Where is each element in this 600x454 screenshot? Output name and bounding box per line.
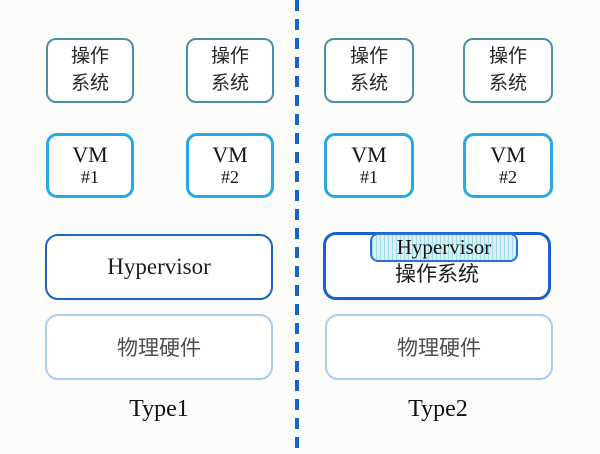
type2-caption: Type2 xyxy=(408,396,468,422)
vm-label: VM xyxy=(72,141,108,167)
vm-label: VM xyxy=(351,141,387,167)
vm-label: VM xyxy=(212,141,248,167)
type2-hypervisor-box: Hypervisor xyxy=(370,233,518,262)
type2-host-os-box: Hypervisor 操作系统 xyxy=(323,232,551,300)
type1-vm-box-2: VM #2 xyxy=(186,133,274,198)
guest-os-label-line1: 操作 xyxy=(349,45,388,67)
type1-guest-os-box-2: 操作 系统 xyxy=(186,38,274,103)
vm-label: VM xyxy=(490,141,526,167)
guest-os-label-line1: 操作 xyxy=(210,45,249,67)
type1-vm-box-1: VM #1 xyxy=(46,133,134,198)
guest-os-label-line1: 操作 xyxy=(488,45,527,67)
type2-guest-os-box-2: 操作 系统 xyxy=(463,38,553,103)
host-os-label: 操作系统 xyxy=(395,262,479,286)
guest-os-label-line2: 系统 xyxy=(488,72,527,94)
type1-guest-os-box-1: 操作 系统 xyxy=(46,38,134,103)
type2-hardware-box: 物理硬件 xyxy=(325,314,553,380)
hypervisor-label: Hypervisor xyxy=(107,254,211,279)
type1-caption: Type1 xyxy=(129,396,189,422)
guest-os-label-line2: 系统 xyxy=(349,72,388,94)
type2-vm-box-1: VM #1 xyxy=(324,133,414,198)
hardware-label: 物理硬件 xyxy=(117,336,201,360)
guest-os-label-line1: 操作 xyxy=(70,45,109,67)
type2-vm-box-2: VM #2 xyxy=(463,133,553,198)
hardware-label: 物理硬件 xyxy=(397,336,481,360)
vm-number: #1 xyxy=(81,166,99,187)
guest-os-label-line2: 系统 xyxy=(210,72,249,94)
type1-hypervisor-box: Hypervisor xyxy=(45,234,273,300)
hypervisor-label: Hypervisor xyxy=(396,235,492,259)
vm-number: #1 xyxy=(360,166,378,187)
vm-number: #2 xyxy=(221,166,239,187)
vm-number: #2 xyxy=(499,166,517,187)
type1-hardware-box: 物理硬件 xyxy=(45,314,273,380)
divider-dashed-line xyxy=(295,0,299,454)
guest-os-label-line2: 系统 xyxy=(70,72,109,94)
type2-guest-os-box-1: 操作 系统 xyxy=(324,38,414,103)
